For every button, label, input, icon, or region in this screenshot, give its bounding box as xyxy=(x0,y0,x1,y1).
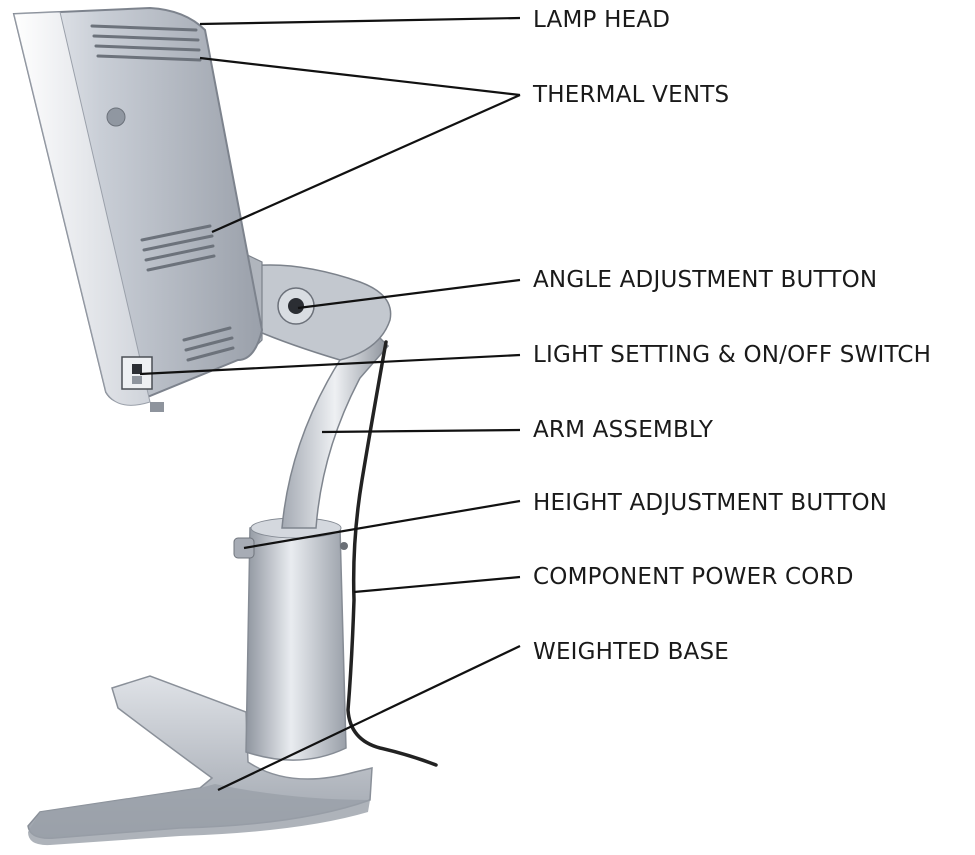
leader-weighted-base xyxy=(217,645,521,791)
lamp-head xyxy=(12,6,264,412)
label-lamp-head: LAMP HEAD xyxy=(533,7,671,33)
leader-angle-button xyxy=(297,278,521,310)
leader-height-button xyxy=(243,499,521,550)
label-light-setting-switch: LIGHT SETTING & ON/OFF SWITCH xyxy=(533,342,932,368)
lower-vents xyxy=(140,224,235,362)
label-angle-adjustment: ANGLE ADJUSTMENT BUTTON xyxy=(533,267,878,293)
leader-power-cord xyxy=(353,575,521,594)
leader-arm-assembly xyxy=(321,428,521,434)
leader-lines xyxy=(139,16,521,791)
label-height-adjustment: HEIGHT ADJUSTMENT BUTTON xyxy=(533,490,888,516)
label-thermal-vents: THERMAL VENTS xyxy=(533,82,730,108)
leader-thermal-vents-lower xyxy=(211,93,521,234)
leader-lamp-head xyxy=(199,16,521,26)
label-component-power-cord: COMPONENT POWER CORD xyxy=(533,564,854,590)
leader-thermal-vents-upper xyxy=(199,56,521,97)
power-cord xyxy=(340,340,438,767)
pole xyxy=(245,517,347,761)
label-arm-assembly: ARM ASSEMBLY xyxy=(533,417,714,443)
leader-light-switch xyxy=(139,353,521,376)
weighted-base xyxy=(27,675,373,846)
upper-vents xyxy=(90,24,202,62)
label-weighted-base: WEIGHTED BASE xyxy=(533,639,730,665)
